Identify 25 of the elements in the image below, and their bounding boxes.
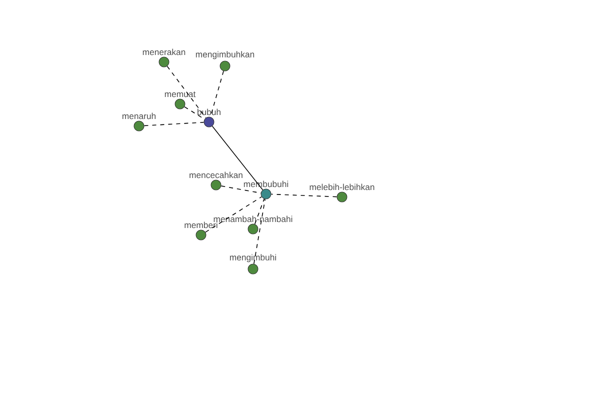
node-label: memuat xyxy=(164,91,196,98)
word-node: menerakan xyxy=(142,48,186,68)
connector-line xyxy=(220,186,262,194)
node-label: mengimbuhi xyxy=(230,254,276,262)
connector-line xyxy=(205,196,262,233)
node-label: mencecahkan xyxy=(190,172,242,178)
node-label: menerakan xyxy=(142,48,186,56)
connector-line xyxy=(166,66,206,118)
connector-line xyxy=(254,198,265,224)
node-label: mengimbuhkan xyxy=(196,51,254,60)
connector-line xyxy=(270,194,338,198)
connector-line xyxy=(144,122,204,126)
connector-line xyxy=(254,198,266,264)
word-node: mengimbuhi xyxy=(230,254,276,274)
word-node: memberi xyxy=(184,222,218,240)
word-node: menaruh xyxy=(122,112,156,132)
connector-line xyxy=(212,126,264,190)
word-node: mencecahkan xyxy=(190,172,242,190)
word-node: melebih-lebihkan xyxy=(310,184,374,202)
word-node: mengimbuhkan xyxy=(196,51,254,72)
word-node: memuat xyxy=(164,91,196,110)
node-label: menambah-nambahi xyxy=(214,216,292,222)
node-label: menaruh xyxy=(122,112,156,120)
node-label: melebih-lebihkan xyxy=(310,184,374,190)
node-label: memberi xyxy=(184,222,218,228)
